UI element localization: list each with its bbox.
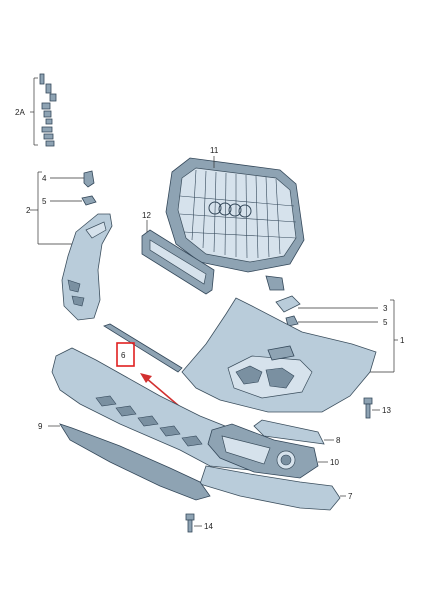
radiator-grille-11 [165,157,305,291]
highlight-box [116,342,135,367]
fog-grille-10 [207,423,319,479]
ring-1 [208,201,222,215]
callout-14: 14 [204,522,213,531]
bracket-group-2 [30,171,84,245]
fog-grille-mesh [221,435,271,465]
ring-2 [218,202,232,216]
callout-5-left: 5 [42,197,47,206]
callout-7: 7 [348,492,353,501]
bolt-13-shank [365,403,371,419]
underbody-guard-9 [59,423,211,501]
spoiler-vent-2 [115,405,137,417]
spoiler-vent-5 [181,435,203,447]
bolt-14-head [185,513,195,521]
callout-2: 2 [26,206,31,215]
clip-2a-1 [39,73,45,85]
spoiler-vent-4 [159,425,181,437]
spoiler-lip-right [199,465,341,511]
callout-5-right: 5 [383,318,388,327]
bolt-14-shank [187,519,193,533]
callout-11: 11 [210,146,219,155]
cover-cap-3 [275,295,301,313]
bumper-cover-1 [181,297,377,413]
plate-bracket-face [149,239,207,285]
clip-set-2a [30,73,57,147]
bolt-13-head [363,397,373,405]
ring-3 [228,203,242,217]
callout-8: 8 [336,436,341,445]
callout-2a: 2A [15,108,25,117]
callout-13: 13 [382,406,391,415]
clip-2a-4 [41,102,51,110]
side-guide-tab [85,221,107,239]
clip-5-left [81,195,97,206]
pointer-arrow-head [140,373,152,383]
clip-2a-9 [45,140,55,147]
clip-2a-3 [49,93,57,102]
bracket-4 [83,170,95,188]
side-guide-hole-1 [67,279,81,293]
callout-10: 10 [330,458,339,467]
ring-4 [238,204,252,218]
side-guide-hole-2 [71,295,85,307]
side-guide-2 [61,213,113,321]
grille-mount [265,275,285,291]
callout-6: 6 [121,351,126,360]
bumper-opening-2 [265,367,295,389]
callout-1: 1 [400,336,405,345]
bumper-slot [267,345,295,361]
callout-12: 12 [142,211,151,220]
bumper-opening-1 [235,365,263,385]
clip-2a-8 [43,133,54,140]
clip-5-right [285,315,299,327]
callout-4: 4 [42,174,47,183]
clip-2a-6 [45,118,53,125]
clip-2a-7 [41,126,53,133]
spoiler-vent-3 [137,415,159,427]
callout-3: 3 [383,304,388,313]
spoiler-vent-1 [95,395,117,407]
trim-8 [253,419,325,445]
fog-light-lens [280,454,292,466]
trim-strip-6 [103,323,183,373]
clip-2a-2 [45,83,52,94]
callout-9: 9 [38,422,43,431]
clip-2a-5 [43,110,52,118]
